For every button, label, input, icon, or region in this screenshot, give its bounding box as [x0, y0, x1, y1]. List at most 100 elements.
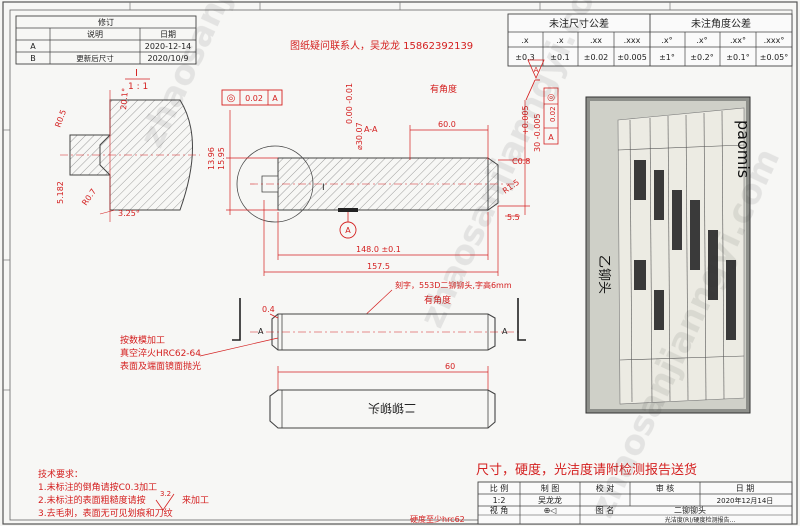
tech-req-item: 3.去毛刺，表面无可见划痕和刀纹: [38, 507, 173, 519]
roughness-value: 3.2: [160, 490, 171, 498]
linear-col: .xxx: [624, 36, 641, 45]
angular-val: ±1°: [659, 53, 675, 62]
datum-a: A: [345, 226, 351, 235]
angular-col: .xx°: [730, 36, 746, 45]
revision-row-date: 2020-12-14: [145, 42, 192, 51]
tb-checked-label: 校 对: [596, 483, 615, 493]
angular-val: ±0.05°: [760, 53, 789, 62]
linear-val: ±0.005: [617, 53, 647, 62]
photo-inset: paomis 乙铆头: [585, 96, 753, 414]
dim-1396: 13.96: [207, 147, 216, 170]
feature-control-frame: ◎ 0.02 A: [221, 89, 283, 106]
dim-148: 148.0 ±0.1: [356, 245, 401, 254]
datum-a-triangle: A: [534, 66, 539, 74]
tech-req-item: 2.未标注的表面粗糙度请按: [38, 494, 146, 506]
photo-annotation: 乙铆头: [596, 255, 611, 294]
revision-row-date: 2020/10/9: [147, 54, 188, 63]
tb-part-name: 二铆铆头: [674, 505, 706, 515]
tb-approved-label: 审 核: [656, 483, 675, 493]
linear-col: .x: [556, 36, 564, 45]
fcf-ref-right: A: [548, 133, 554, 142]
concentricity-icon: ◎: [227, 93, 236, 104]
tech-req-title: 技术要求：: [38, 468, 83, 480]
view-label-aa: A-A: [364, 125, 378, 134]
angular-val: ±0.2°: [690, 53, 713, 62]
concentricity-icon: ◎: [547, 93, 555, 103]
dim-angle-20: 20.1°: [119, 88, 130, 111]
technical-requirements: 技术要求： 1.未标注的倒角请按C0.3加工 2.未标注的表面粗糙度请按 3.去…: [38, 468, 209, 519]
dia-3007: ⌀30.07: [355, 122, 364, 150]
photo-brand: paomis: [734, 120, 753, 178]
dia-tolerance: 0.00 -0.01: [345, 83, 354, 124]
angular-col: .x°: [661, 36, 672, 45]
tb-scale-label: 比 例: [490, 483, 509, 493]
detail-ref-i: I: [322, 183, 325, 193]
detail-view-i: I 1 : 1 R0.5 20.1° R0.7 5.182 3.25°: [53, 68, 200, 222]
hardness-requirement: 硬度至少hrc62: [410, 514, 465, 524]
angle-label-top: 有角度: [430, 83, 457, 95]
revision-table: 修订 说明 日期 A 2020-12-14 B 更新后尺寸 2020/10/9: [15, 15, 197, 65]
angular-tolerance-title: 未注角度公差: [691, 17, 751, 30]
roughness-tail: 来加工: [182, 495, 209, 506]
section-mark-a-left: A: [258, 327, 264, 336]
tb-drawn-value: 吴龙龙: [538, 495, 562, 505]
tb-bottom-line: 光洁度(R)/硬度检测报告...: [665, 516, 736, 524]
tb-name-label: 图 名: [596, 505, 615, 515]
feature-control-frame-right: ◎ 0.02 A: [543, 87, 559, 145]
angular-col: .x°: [696, 36, 707, 45]
revision-title: 修订: [98, 17, 114, 27]
angular-col: .xxx°: [764, 36, 785, 45]
tb-drawn-label: 制 图: [541, 483, 560, 493]
revision-row-mark: B: [30, 54, 36, 63]
fcf-value: 0.02: [245, 94, 263, 103]
detail-scale: 1 : 1: [128, 82, 148, 92]
dim-55: 5.5: [507, 213, 520, 222]
process-note: 真空淬火HRC62-64: [120, 347, 201, 359]
detail-label: I: [135, 68, 138, 79]
linear-val: ±0.1: [550, 53, 569, 62]
revision-row-mark: A: [30, 42, 36, 51]
process-note: 按数模加工: [120, 334, 165, 346]
dim-30-tol: +0.005: [521, 105, 530, 135]
process-notes: 按数模加工 真空淬火HRC62-64 表面及端面镜面抛光: [120, 334, 279, 372]
fcf-value-right: 0.02: [549, 106, 557, 122]
contact-note: 图纸疑问联系人，吴龙龙 15862392139: [290, 39, 473, 52]
outside-view-top: 刻字，553D二铆铆头,字高6mm 有角度 A A 0.4: [232, 280, 526, 351]
engrave-note: 刻字，553D二铆铆头,字高6mm: [395, 280, 512, 290]
engraved-text: 二铆铆头: [368, 401, 416, 416]
outside-view-bottom: 60 二铆铆头: [269, 362, 496, 429]
revision-header-date: 日期: [160, 30, 176, 39]
linear-val: ±0.3: [515, 53, 534, 62]
dim-1575: 157.5: [367, 262, 390, 271]
tb-date-value: 2020年12月14日: [717, 496, 774, 505]
tech-req-item: 1.未标注的倒角请按C0.3加工: [38, 481, 157, 493]
tb-scale-value: 1:2: [493, 496, 506, 505]
dim-c08: C0.8: [512, 157, 530, 166]
dim-angle-325: 3.25°: [118, 209, 140, 218]
dim-60: 60.0: [438, 120, 456, 129]
tolerance-table: 未注尺寸公差 未注角度公差 .x .x .xx .xxx .x° .x° .xx…: [507, 13, 793, 67]
angle-note: 有角度: [424, 294, 451, 306]
process-note: 表面及端面镜面抛光: [120, 360, 201, 372]
linear-col: .x: [521, 36, 529, 45]
tb-view-label: 视 角: [490, 505, 509, 515]
dim-5182: 5.182: [56, 181, 65, 204]
dim-1595: 15.95: [217, 147, 226, 170]
angular-val: ±0.1°: [726, 53, 749, 62]
revision-row-desc: 更新后尺寸: [76, 53, 114, 63]
tb-date-label: 日 期: [736, 484, 755, 493]
title-block: 比 例 制 图 校 对 审 核 日 期 1:2 吴龙龙 2020年12月14日 …: [477, 481, 793, 525]
dim-60-bottom: 60: [445, 362, 455, 371]
linear-tolerance-title: 未注尺寸公差: [549, 17, 609, 30]
dim-04: 0.4: [262, 305, 275, 314]
fcf-ref: A: [272, 94, 278, 103]
dim-30: 30 -0.005: [533, 113, 542, 152]
report-note: 尺寸，硬度，光洁度请附检测报告送货: [476, 462, 697, 478]
linear-val: ±0.02: [584, 53, 609, 62]
linear-col: .xx: [590, 36, 602, 45]
section-view-aa: ◎ 0.02 A A-A 0.00 -0.01 ⌀30.07 有角度 I A: [207, 59, 559, 276]
projection-icon: ⊕◁: [544, 506, 557, 515]
section-mark-a-right: A: [502, 327, 508, 336]
